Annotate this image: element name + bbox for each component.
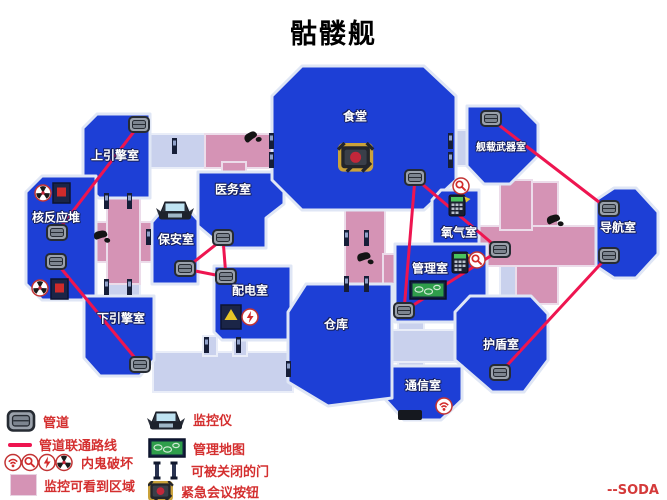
reactor-panel-icon — [52, 182, 71, 204]
legend-label: 监控仪 — [193, 414, 233, 429]
legend-row-vent: 管道 — [6, 410, 69, 432]
legend-label: 紧急会议按钮 — [181, 485, 260, 500]
legend-label: 监控可看到区域 — [44, 479, 136, 495]
camera-corridor-cross-vertical — [106, 193, 141, 285]
vent-icon — [404, 169, 426, 186]
vent-icon — [489, 364, 511, 381]
electrical-panel-icon — [220, 304, 242, 330]
room-label-electrical: 配电室 — [231, 283, 269, 298]
room-label-reactor: 核反应堆 — [31, 210, 81, 225]
room-label-o2: 氧气室 — [440, 225, 478, 240]
sabotage-icons — [4, 453, 73, 472]
room-label-communications: 通信室 — [404, 378, 442, 393]
legend-label: 可被关闭的门 — [191, 465, 270, 480]
legend-label: 管道 — [43, 415, 70, 431]
admin-map-icon — [148, 438, 186, 458]
legend-row-emergency: 紧急会议按钮 — [148, 481, 259, 500]
corridor-upper-left — [147, 133, 211, 169]
room-label-admin: 管理室 — [411, 261, 449, 276]
emergency-button-icon — [336, 141, 375, 174]
legend-label: 管理地图 — [193, 442, 246, 458]
room-label-cafeteria: 食堂 — [342, 109, 368, 124]
room-label-upper-engine: 上引擎室 — [90, 148, 140, 163]
map-icons — [31, 130, 565, 420]
legend-row-doors: 可被关闭的门 — [152, 461, 269, 480]
room-label-navigation: 导航室 — [599, 220, 637, 235]
room-label-lower-engine: 下引擎室 — [96, 311, 146, 326]
legend-row-admin-map: 管理地图 — [148, 438, 245, 458]
magnifier-sabotage-icon — [468, 251, 486, 269]
legend-label: 内鬼破坏 — [81, 457, 134, 472]
radio-equipment-icon — [398, 410, 422, 420]
legend-label: 管道联通路线 — [39, 439, 118, 454]
radiation-icon — [34, 184, 52, 202]
admin-map-icon — [409, 280, 447, 300]
room-label-storage: 仓库 — [323, 317, 349, 332]
vent-icon — [598, 200, 620, 217]
camera-area-swatch — [10, 474, 37, 496]
room-label-medbay: 医务室 — [214, 182, 252, 197]
legend-row-monitor: 监控仪 — [146, 408, 232, 431]
room-shields-shape — [453, 294, 550, 394]
legend-row-camera-area: 监控可看到区域 — [10, 474, 135, 496]
closable-door-icon — [153, 461, 178, 480]
vent-icon — [6, 410, 36, 432]
magnifier-sabotage-icon — [452, 177, 470, 195]
room-label-weapons: 舰载武器室 — [476, 142, 526, 154]
vent-icon — [212, 229, 234, 246]
wifi-sabotage-icon — [435, 397, 453, 415]
page-title: 骷髅舰 — [290, 19, 377, 50]
vent-icon — [393, 302, 415, 319]
vent-icon — [598, 247, 620, 264]
legend-row-sabotage: 内鬼破坏 — [4, 453, 133, 472]
vent-icon — [129, 356, 151, 373]
vent-icon — [45, 253, 67, 270]
vent-icon — [174, 260, 196, 277]
emergency-button-icon — [148, 481, 174, 500]
author-signature: --SODA — [606, 483, 659, 498]
vent-icon — [46, 224, 68, 241]
room-storage-shape — [286, 282, 394, 408]
vent-icon — [480, 110, 502, 127]
reactor-panel-icon — [50, 278, 69, 300]
security-monitor-icon — [146, 411, 186, 430]
camera-corridor-weapons-stub — [499, 179, 533, 231]
radiation-icon — [31, 279, 49, 297]
room-label-shields: 护盾室 — [482, 337, 520, 352]
lightning-sabotage-icon — [241, 308, 259, 326]
vent-route-line-icon — [8, 442, 32, 447]
room-label-security: 保安室 — [157, 232, 195, 247]
vent-icon — [128, 116, 150, 133]
security-monitor-icon — [155, 201, 195, 220]
legend-row-route: 管道联通路线 — [8, 435, 117, 454]
vent-icon — [489, 241, 511, 258]
corridor-bottom-left — [152, 351, 294, 393]
corridor-storage-shields — [387, 329, 459, 363]
